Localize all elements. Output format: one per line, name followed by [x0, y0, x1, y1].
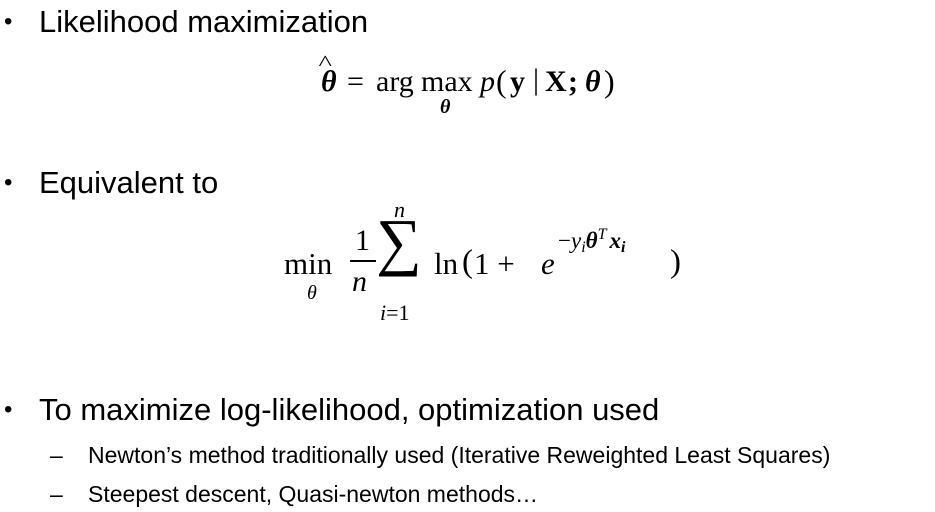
bullet-dot: •	[4, 396, 13, 423]
bullet-dot: •	[4, 8, 13, 35]
open-paren: (	[496, 63, 507, 99]
arg-operator: arg	[376, 65, 414, 98]
exp-theta: θ	[585, 228, 598, 253]
bullet-text: To maximize log-likelihood, optimization…	[39, 392, 660, 427]
semicolon: ;	[568, 65, 578, 98]
prob-p: p	[480, 65, 495, 98]
sum-start: =1	[386, 300, 410, 325]
sum-index: i	[380, 300, 387, 325]
fraction-numerator: 1	[355, 224, 370, 257]
equals-sign: =	[347, 65, 364, 98]
bullet-text: Likelihood maximization	[39, 4, 369, 39]
bullet-dot: •	[4, 169, 13, 196]
sub-bullet-text: Newton’s method traditionally used (Iter…	[88, 442, 831, 468]
exp-x: x	[609, 228, 622, 253]
matrix-x: X	[545, 65, 567, 98]
sub-bullet-text: Steepest descent, Quasi-newton methods…	[88, 481, 539, 507]
bullet-text: Equivalent to	[39, 165, 219, 200]
sum-upper-limit: n	[394, 197, 405, 222]
sum-symbol: ∑	[376, 206, 422, 277]
open-paren: (	[462, 244, 473, 280]
max-subscript: θ	[440, 96, 451, 118]
min-operator: min	[284, 246, 333, 281]
exp-y: y	[570, 228, 582, 253]
ln-operator: ln	[434, 246, 459, 281]
vector-y: y	[510, 65, 525, 98]
sum-lower-limit: i=1	[380, 300, 410, 326]
close-paren: )	[670, 244, 681, 280]
max-operator: max	[421, 65, 473, 98]
theta-hat: θ	[321, 65, 337, 98]
exp-transpose: T	[597, 226, 607, 243]
exp-x-index: i	[621, 239, 626, 256]
close-paren: )	[604, 63, 615, 99]
sub-bullet-dash: –	[50, 442, 63, 468]
param-theta: θ	[585, 65, 601, 98]
exp-minus: −	[558, 228, 571, 253]
sub-bullet-dash: –	[50, 481, 63, 507]
hat-accent: ^	[318, 50, 332, 75]
exp-y-index: i	[581, 239, 586, 256]
min-subscript: θ	[307, 282, 317, 304]
fraction-denominator: n	[352, 265, 367, 298]
fraction-bar	[350, 260, 376, 262]
one-plus: 1 +	[474, 246, 523, 281]
exp-base-e: e	[541, 246, 555, 281]
given-bar: |	[533, 63, 540, 96]
